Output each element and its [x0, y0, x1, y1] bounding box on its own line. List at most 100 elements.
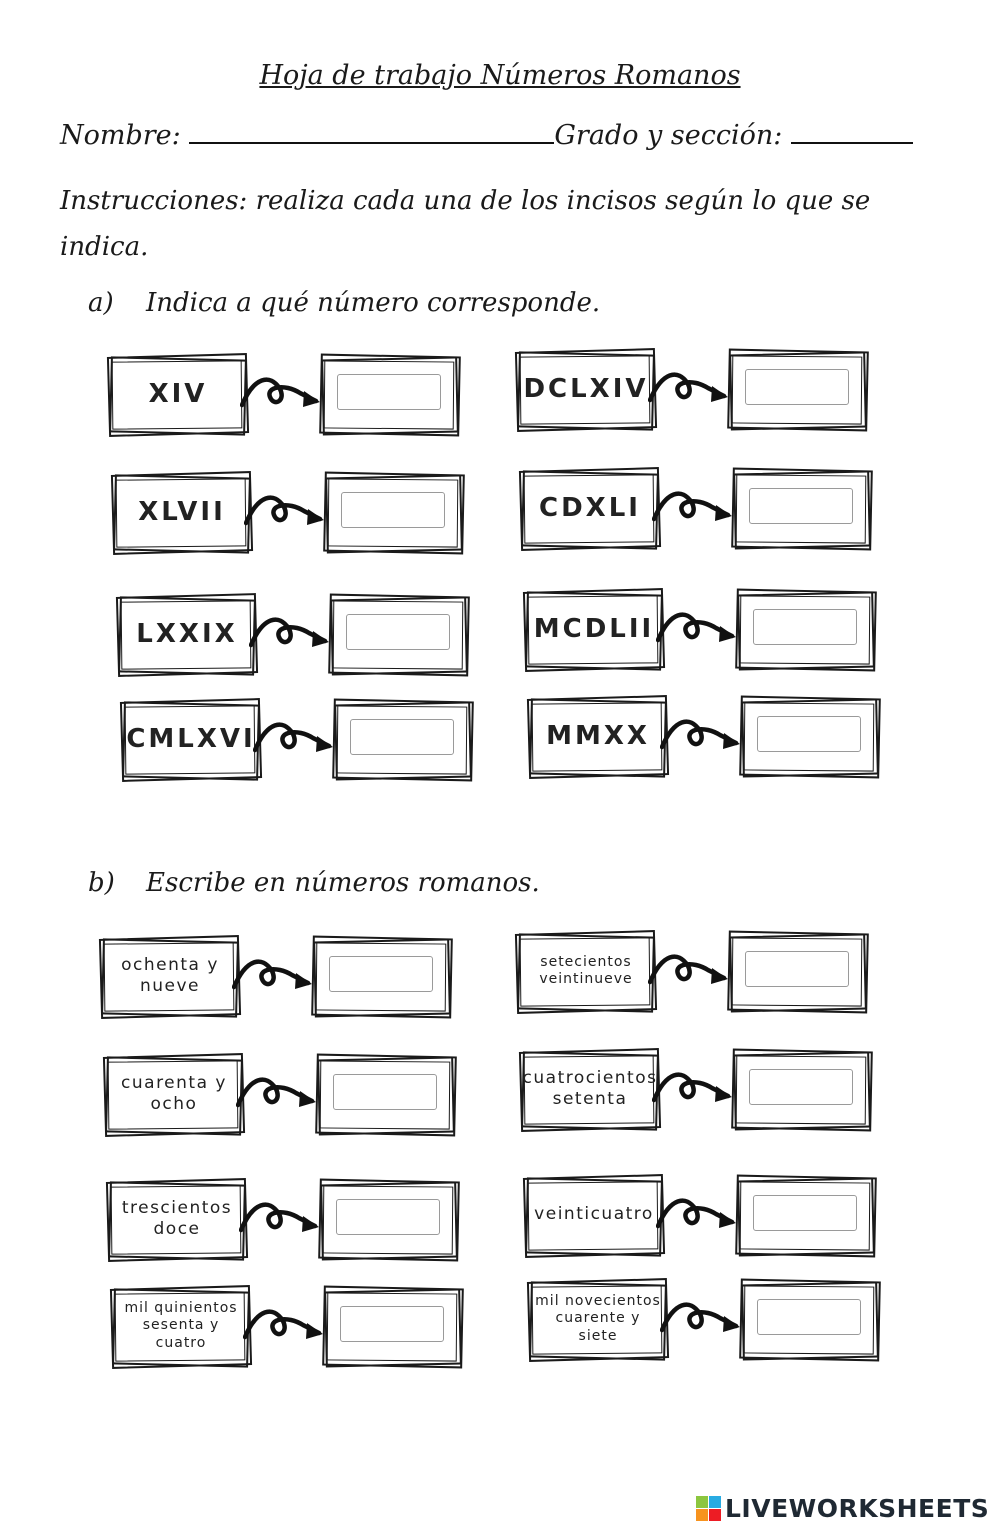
- answer-input[interactable]: [341, 492, 445, 528]
- roman-numeral-card: XLVII: [110, 471, 254, 555]
- section_b-item: veinticuatro: [522, 1174, 924, 1276]
- section-a-letter: a): [88, 288, 114, 318]
- section_a-item: XLVII: [110, 471, 512, 573]
- roman-numeral-card: LXXIX: [115, 593, 259, 677]
- curly-arrow-icon: [656, 1198, 736, 1229]
- number-words-card: trescientos doce: [105, 1178, 249, 1262]
- card-label: mil quinientos sesenta y cuatro: [124, 1299, 238, 1351]
- answer-input[interactable]: [350, 719, 454, 755]
- section_b-item: cuarenta y ocho: [102, 1053, 504, 1155]
- section_a-item: MCDLII: [522, 588, 924, 690]
- answer-box: [727, 348, 869, 432]
- number-words-card: setecientos veintinueve: [514, 930, 658, 1014]
- curly-arrow-icon: [660, 719, 740, 750]
- number-words-card: ochenta y nueve: [98, 935, 242, 1019]
- curly-arrow-icon: [240, 377, 320, 408]
- card-label: ochenta y nueve: [121, 954, 219, 996]
- curly-arrow-icon: [236, 1077, 316, 1108]
- card-label: DCLXIV: [523, 373, 649, 404]
- curly-arrow-icon: [660, 1302, 740, 1333]
- section-a-heading: Indica a qué número corresponde.: [146, 288, 601, 318]
- logo-square-2: [709, 1495, 721, 1508]
- answer-input[interactable]: [346, 614, 450, 650]
- number-words-card: cuatrocientos setenta: [518, 1048, 662, 1132]
- section_a-item: DCLXIV: [514, 348, 916, 450]
- grade-blank: [790, 122, 913, 144]
- liveworksheets-logo: LIVEWORKSHEETS: [696, 1490, 989, 1526]
- roman-numeral-card: DCLXIV: [514, 348, 658, 432]
- roman-numeral-card: MMXX: [526, 695, 670, 779]
- section_a-item: XIV: [106, 353, 508, 455]
- answer-input[interactable]: [329, 956, 433, 992]
- answer-input[interactable]: [757, 716, 861, 752]
- curly-arrow-icon: [244, 495, 324, 526]
- section-b-heading: Escribe en números romanos.: [146, 868, 540, 898]
- roman-numeral-card: CMLXVI: [119, 698, 263, 782]
- logo-square-3: [696, 1508, 708, 1521]
- card-label: XLVII: [138, 496, 226, 527]
- section_a-item: CMLXVI: [119, 698, 521, 800]
- card-label: trescientos doce: [121, 1197, 233, 1239]
- answer-input[interactable]: [745, 369, 849, 405]
- curly-arrow-icon: [243, 1309, 323, 1340]
- answer-box: [739, 695, 881, 779]
- card-label: cuatrocientos setenta: [522, 1067, 658, 1109]
- answer-box: [319, 353, 461, 437]
- section-b-letter: b): [88, 868, 115, 898]
- answer-box: [318, 1178, 460, 1262]
- card-label: CDXLI: [539, 492, 641, 523]
- curly-arrow-icon: [652, 1072, 732, 1103]
- answer-input[interactable]: [333, 1074, 437, 1110]
- answer-box: [328, 593, 470, 677]
- number-words-card: mil novecientos cuarente y siete: [526, 1278, 670, 1362]
- answer-box: [731, 1048, 873, 1132]
- card-label: MMXX: [546, 720, 650, 751]
- answer-input[interactable]: [749, 488, 853, 524]
- answer-box: [315, 1053, 457, 1137]
- answer-input[interactable]: [340, 1306, 444, 1342]
- card-label: cuarenta y ocho: [121, 1072, 227, 1114]
- section_b-item: trescientos doce: [105, 1178, 507, 1280]
- answer-input[interactable]: [336, 1199, 440, 1235]
- grade-label: Grado y sección:: [554, 120, 783, 151]
- curly-arrow-icon: [648, 372, 728, 403]
- roman-numeral-card: MCDLII: [522, 588, 666, 672]
- answer-box: [727, 930, 869, 1014]
- answer-box: [739, 1278, 881, 1362]
- answer-box: [311, 935, 453, 1019]
- curly-arrow-icon: [652, 491, 732, 522]
- logo-mark-icon: [696, 1495, 721, 1521]
- section_a-item: MMXX: [526, 695, 928, 797]
- card-label: XIV: [148, 378, 208, 409]
- curly-arrow-icon: [232, 959, 312, 990]
- answer-input[interactable]: [753, 609, 857, 645]
- card-label: mil novecientos cuarente y siete: [535, 1292, 661, 1344]
- answer-box: [731, 467, 873, 551]
- card-label: veinticuatro: [534, 1204, 654, 1225]
- logo-text: LIVEWORKSHEETS: [725, 1493, 990, 1523]
- answer-box: [322, 1285, 464, 1369]
- curly-arrow-icon: [249, 617, 329, 648]
- card-label: LXXIX: [136, 618, 238, 649]
- worksheet-title: Hoja de trabajo Números Romanos: [259, 60, 741, 91]
- instructions-text: Instrucciones: realiza cada una de los i…: [60, 186, 871, 262]
- curly-arrow-icon: [648, 954, 728, 985]
- section-a-title: a) Indica a qué número corresponde.: [88, 288, 600, 318]
- answer-input[interactable]: [745, 951, 849, 987]
- answer-input[interactable]: [753, 1195, 857, 1231]
- section_a-item: CDXLI: [518, 467, 920, 569]
- section_b-item: cuatrocientos setenta: [518, 1048, 920, 1150]
- section-b-title: b) Escribe en números romanos.: [88, 868, 540, 898]
- section_a-item: LXXIX: [115, 593, 517, 695]
- curly-arrow-icon: [253, 722, 333, 753]
- answer-input[interactable]: [749, 1069, 853, 1105]
- number-words-card: mil quinientos sesenta y cuatro: [109, 1285, 253, 1369]
- answer-input[interactable]: [337, 374, 441, 410]
- name-label: Nombre:: [60, 120, 181, 151]
- card-label: setecientos veintinueve: [539, 953, 633, 988]
- section_b-item: setecientos veintinueve: [514, 930, 916, 1032]
- answer-input[interactable]: [757, 1299, 861, 1335]
- number-words-card: cuarenta y ocho: [102, 1053, 246, 1137]
- curly-arrow-icon: [656, 612, 736, 643]
- answer-box: [735, 1174, 877, 1258]
